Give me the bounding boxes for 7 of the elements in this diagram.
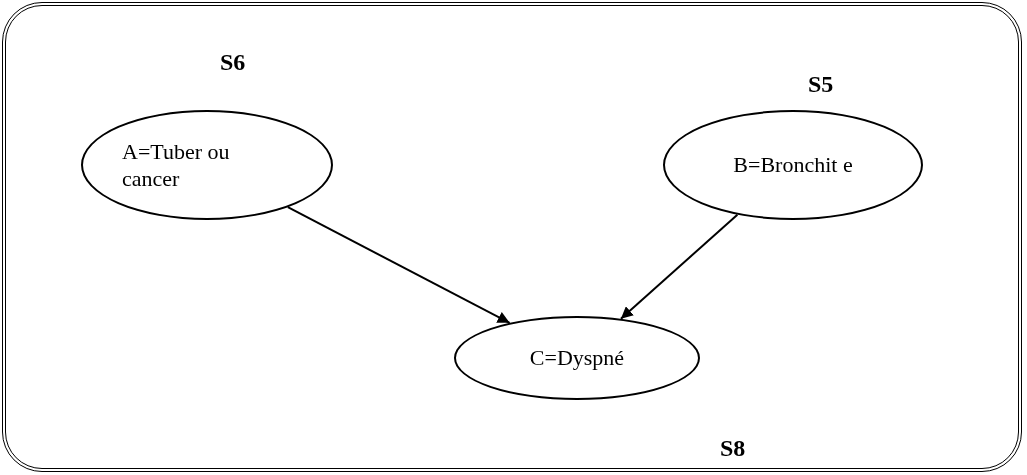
node-label: C=Dyspné [529,344,625,372]
node-label: A=Tuber ou cancer [122,137,231,193]
node-label: B=Bronchit e [733,151,853,179]
state-label: S6 [220,48,246,77]
state-label: S5 [808,70,834,99]
arrow [286,206,511,324]
state-label: S8 [720,434,746,463]
